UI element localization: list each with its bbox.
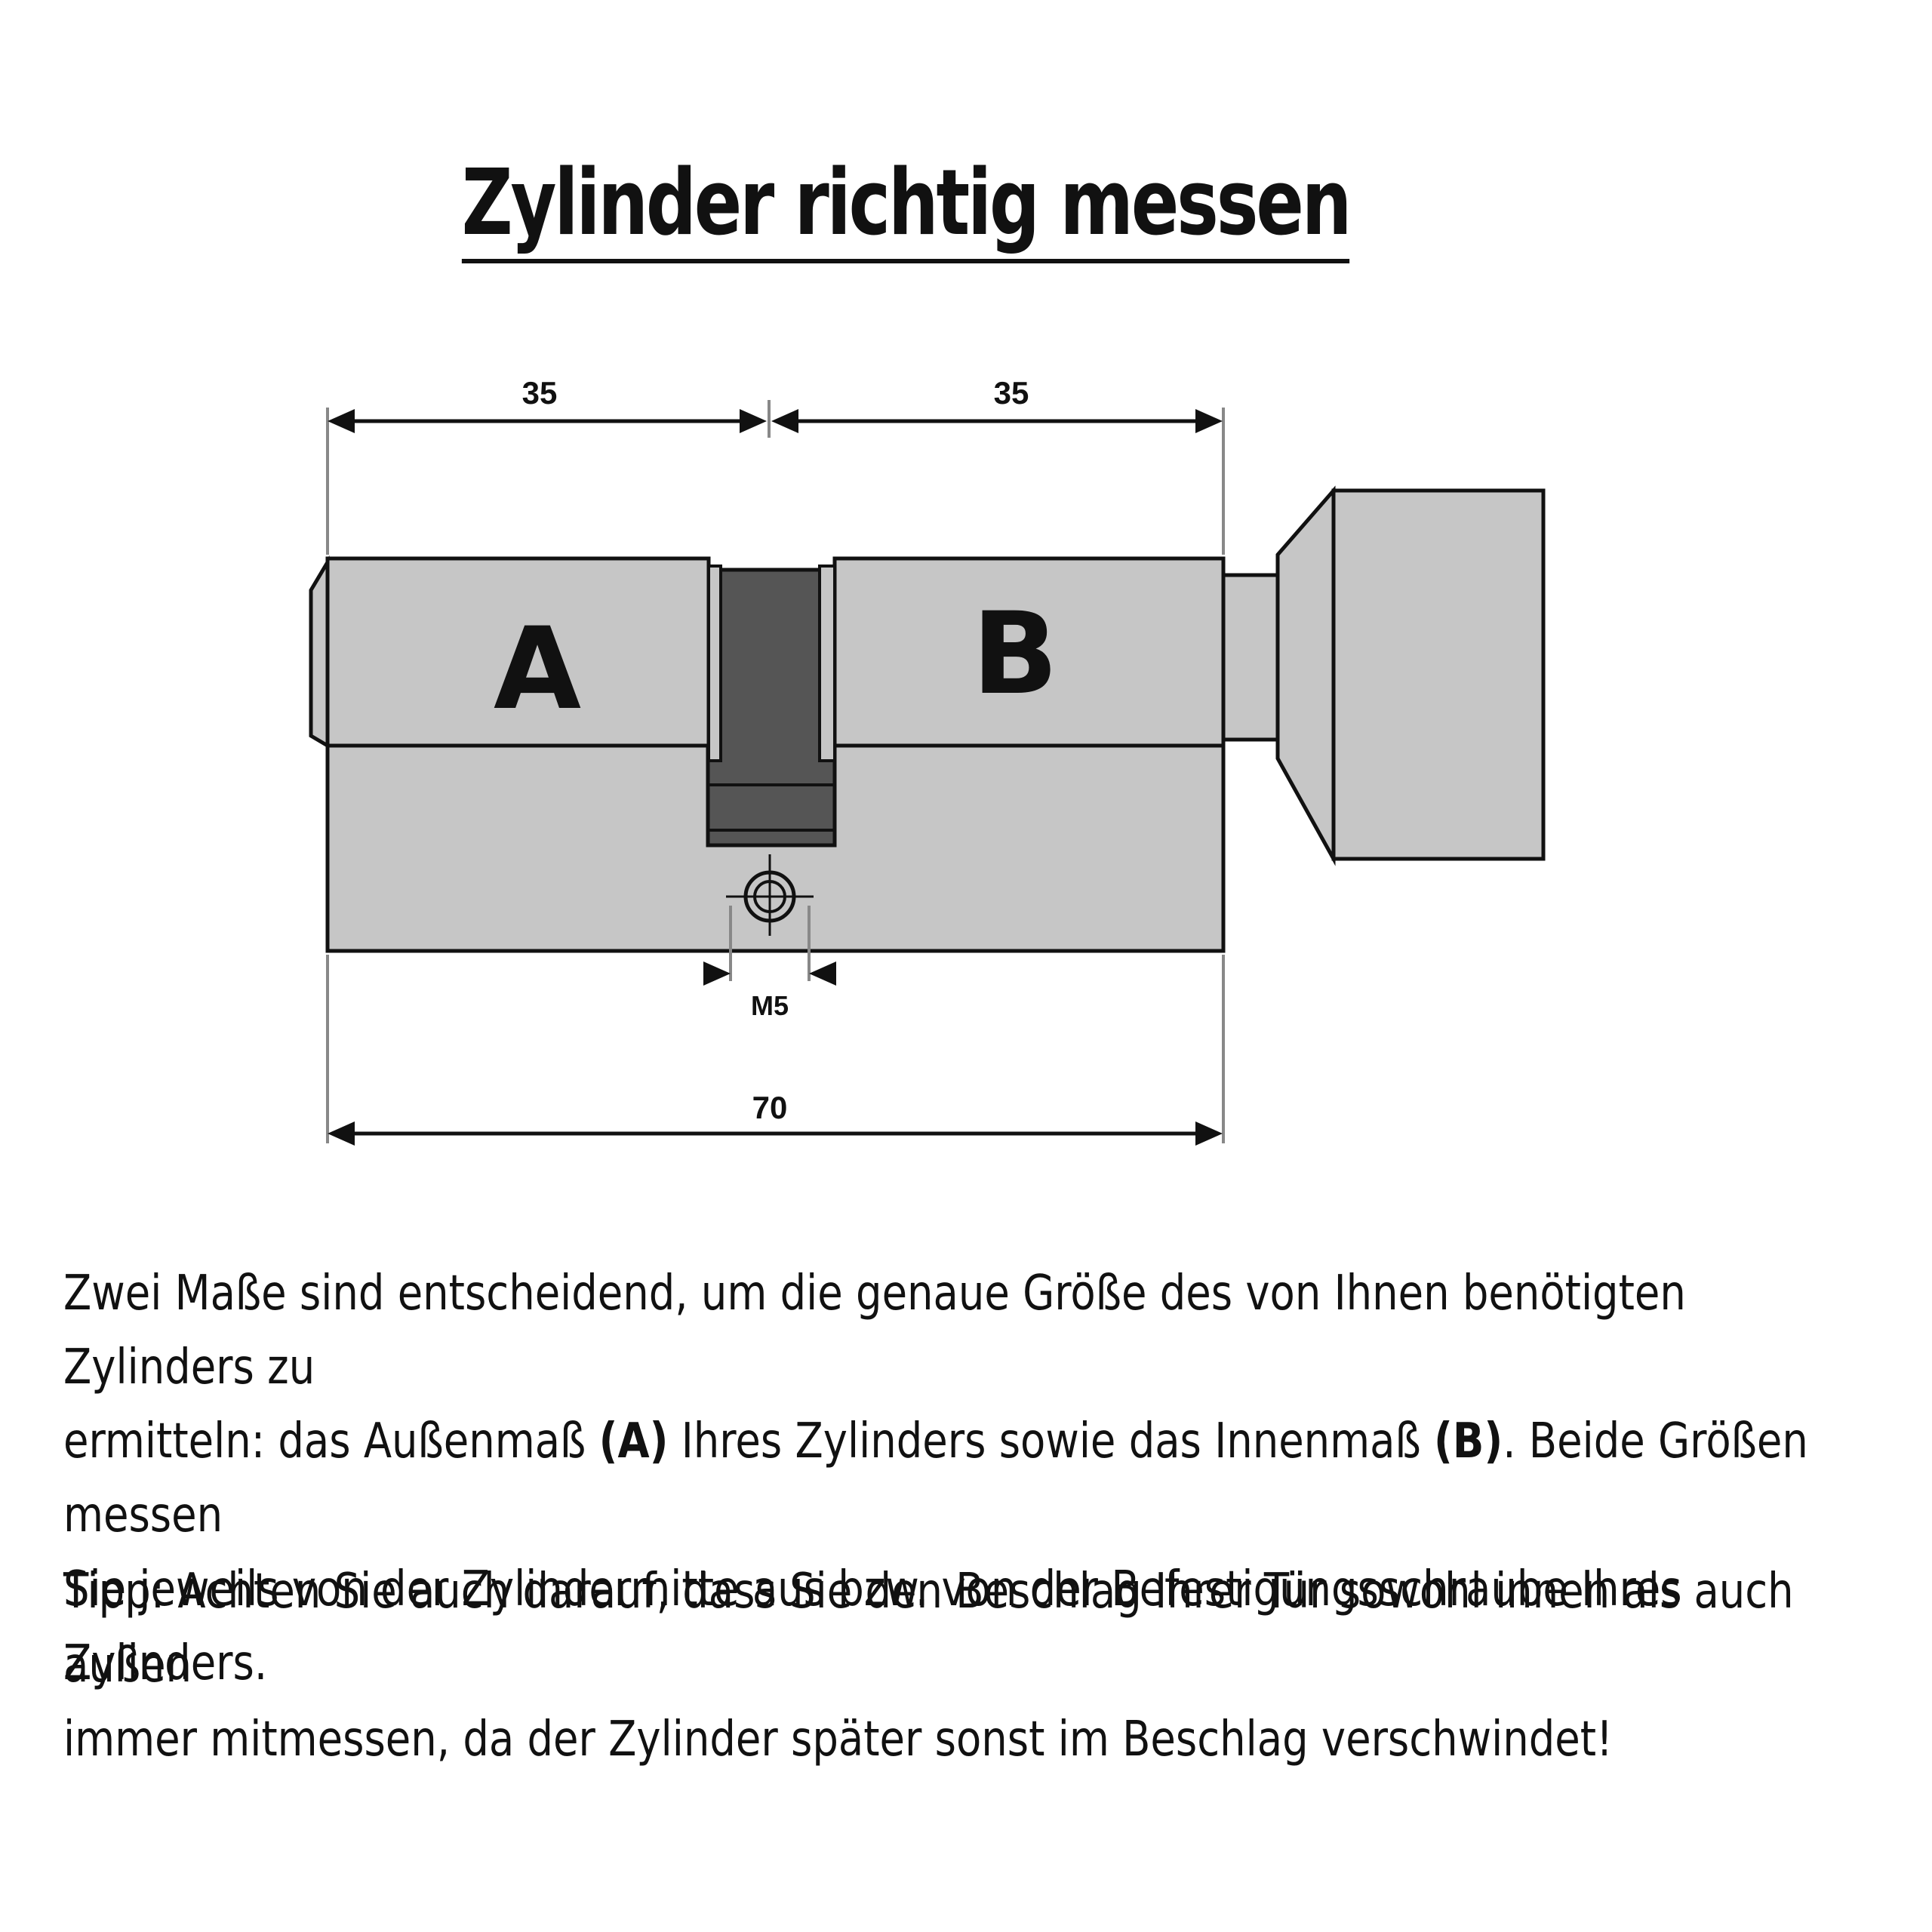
p2-line1: Tipp: Achten Sie auch darauf, dass Sie d… xyxy=(63,1564,1794,1694)
label-a: A xyxy=(494,604,581,735)
section-a xyxy=(325,556,711,748)
m5-arrow-right xyxy=(809,961,836,986)
cam-slot xyxy=(706,568,837,848)
dimension-total xyxy=(328,1121,1223,1146)
description-paragraph: Zwei Maße sind entscheidend, um die gena… xyxy=(63,1257,1860,1700)
dimension-total-label: 70 xyxy=(752,1090,788,1125)
p1-line1: Zwei Maße sind entscheidend, um die gena… xyxy=(63,1266,1686,1395)
label-b: B xyxy=(972,589,1058,720)
cylinder-left-cap xyxy=(309,555,330,749)
knob-shaft xyxy=(1221,573,1280,742)
dimension-right xyxy=(771,409,1223,433)
tip-paragraph: Tipp: Achten Sie auch darauf, dass Sie d… xyxy=(63,1555,1860,1777)
dimension-left-label: 35 xyxy=(522,375,558,411)
p1-line2-start: ermitteln: das Außenmaß xyxy=(63,1414,599,1469)
section-b-rim xyxy=(818,565,836,762)
page-title: Zylinder richtig messen xyxy=(199,151,1612,263)
p2-line2: immer mitmessen, da der Zylinder später … xyxy=(63,1712,1613,1767)
title-text: Zylinder richtig messen xyxy=(461,151,1352,263)
knob-taper xyxy=(1275,485,1336,866)
section-b xyxy=(832,556,1226,748)
screw-hole xyxy=(726,854,814,936)
dimension-left xyxy=(328,409,767,433)
p1-a-label: (A) xyxy=(598,1414,669,1469)
knob-head xyxy=(1331,488,1546,861)
section-a-rim xyxy=(707,565,722,762)
p1-b-label: (B) xyxy=(1434,1414,1503,1469)
m5-label: M5 xyxy=(751,990,789,1021)
p1-line2-end: . Beide Größen messen xyxy=(63,1414,1808,1543)
p1-line2-mid: Ihres Zylinders sowie das Innenmaß xyxy=(668,1414,1435,1469)
m5-arrow-left xyxy=(703,961,731,986)
cylinder-diagram: 35 35 A B M5 70 xyxy=(309,375,1546,1146)
dimension-right-label: 35 xyxy=(994,375,1029,411)
p1-line3: Sie jeweils von der Zylindermitte aus bz… xyxy=(63,1561,1682,1691)
